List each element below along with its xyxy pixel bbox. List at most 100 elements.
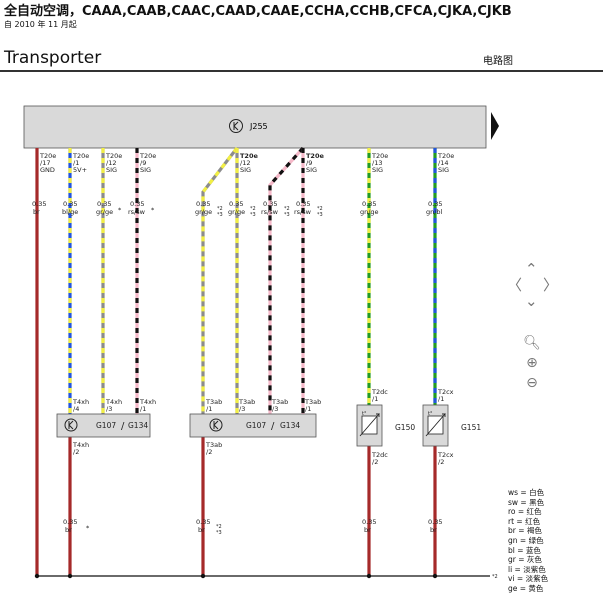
- pan-up-icon[interactable]: ⌃: [525, 260, 538, 278]
- ground-wire-color: br: [430, 526, 437, 534]
- conn-label: T4xh: [72, 398, 89, 406]
- wire-ref: *3: [250, 212, 256, 218]
- legend-entry: gr = 灰色: [508, 555, 542, 565]
- wire-size: 0.35: [362, 200, 376, 208]
- wire-ref: *2: [317, 206, 323, 212]
- pin-conn-p17: T20e: [39, 152, 56, 160]
- conn-pin: /1: [140, 405, 146, 413]
- pin-conn-p9b: T20e: [306, 152, 324, 160]
- wire-size: 0.35: [97, 200, 111, 208]
- pin-conn-p12a: T20e: [105, 152, 122, 160]
- pan-down-icon[interactable]: ⌄: [525, 292, 538, 310]
- control-unit-icon-mark: [233, 121, 239, 131]
- sensor-temp-mark: t°: [362, 411, 367, 417]
- component-label: G107: [246, 421, 266, 430]
- page-next-arrow[interactable]: [491, 112, 499, 140]
- ground-wire-size: 0.35: [428, 518, 442, 526]
- wire-size: 0.35: [263, 200, 277, 208]
- wire-sig-e-stripe: [268, 146, 305, 414]
- wire-color: gr/ge: [228, 208, 245, 216]
- header-rule: [0, 70, 603, 72]
- wire-ref: *2: [217, 206, 223, 212]
- ground-wire-color: br: [364, 526, 371, 534]
- wire-size: 0.35: [63, 200, 77, 208]
- wire-size: 0.35: [196, 200, 210, 208]
- pan-control[interactable]: ⌃ ⌄ 〈 〉: [507, 260, 559, 312]
- pin-sig-p14: SIG: [438, 166, 449, 174]
- wire-color: gn/bl: [426, 208, 443, 216]
- color-legend: ws = 白色 sw = 黑色 ro = 红色 rt = 红色 br = 褐色 …: [508, 488, 548, 594]
- legend-entry: vi = 淡紫色: [508, 574, 549, 584]
- control-unit-box[interactable]: [23, 105, 487, 149]
- component-label: G107: [96, 421, 116, 430]
- conn-pin: /3: [106, 405, 112, 413]
- pin-num-p12a: /12: [106, 159, 116, 167]
- conn-pin: /4: [73, 405, 79, 413]
- component-icon: [64, 418, 78, 432]
- ground-wire-size: 0.35: [362, 518, 376, 526]
- wire-color: rs/sw: [294, 208, 312, 216]
- ground-wire-color: br: [198, 526, 205, 534]
- conn-label: T4xh: [139, 398, 156, 406]
- conn-pin: /2: [206, 448, 212, 456]
- legend-entry: ro = 红色: [508, 507, 542, 517]
- junction-dot: [366, 573, 372, 579]
- wire-ref: *2: [284, 206, 290, 212]
- wire-size: 0.35: [130, 200, 144, 208]
- document-type: 电路图: [483, 56, 513, 67]
- component-icon-mark: [68, 420, 74, 430]
- wire-ref: *: [118, 206, 122, 214]
- conn-pin: /3: [272, 405, 278, 413]
- ground-wire-size: 0.35: [63, 518, 77, 526]
- legend-entry: gn = 绿色: [508, 535, 544, 545]
- conn-label: T3ab: [271, 398, 288, 406]
- zoom-out-icon[interactable]: ⊖: [526, 375, 538, 391]
- wire-ref: *2: [250, 206, 256, 212]
- component-label: G134: [128, 421, 148, 430]
- pin-sig-p13: SIG: [372, 166, 383, 174]
- wire-color: bl/ge: [62, 208, 78, 216]
- pan-right-icon[interactable]: 〉: [543, 276, 559, 294]
- pin-conn-p14: T20e: [437, 152, 454, 160]
- wire-size: 0.35: [32, 200, 46, 208]
- pin-num-p14: /14: [438, 159, 448, 167]
- wire-sig-c-stripe: [201, 147, 239, 414]
- component-g107-g134-right[interactable]: [189, 413, 317, 438]
- wire-color: gr/ge: [96, 208, 113, 216]
- pin-conn-p12b: T20e: [240, 152, 258, 160]
- conn-label: T2dc: [371, 388, 388, 396]
- conn-pin: /2: [73, 448, 79, 456]
- pin-num-p1: /1: [73, 159, 79, 167]
- wire-color: gr/ge: [195, 208, 212, 216]
- pin-conn-p9a: T20e: [139, 152, 156, 160]
- document-header: 全自动空调，CAAA,CAAB,CAAC,CAAD,CAAE,CCHA,CCHB…: [4, 4, 512, 30]
- zoom-in-icon[interactable]: ⊕: [526, 355, 538, 371]
- wire-ref: *3: [317, 212, 323, 218]
- wire-size: 0.35: [296, 200, 310, 208]
- legend-entry: bl = 蓝色: [508, 545, 541, 555]
- vehicle-model: Transporter: [4, 48, 102, 68]
- wire-layer: [35, 146, 490, 577]
- pin-num-p17: /17: [40, 159, 50, 167]
- sensor-arrow: [425, 413, 446, 437]
- pin-sig-p12a: SIG: [106, 166, 117, 174]
- legend-entry: ge = 黄色: [508, 583, 544, 593]
- wire-ref: *3: [217, 212, 223, 218]
- conn-pin: /1: [372, 395, 378, 403]
- zoom-fit-icon[interactable]: 🔍︎: [523, 335, 541, 351]
- wire-size: 0.35: [229, 200, 243, 208]
- pan-left-icon[interactable]: 〈: [507, 276, 523, 294]
- pin-sig-p9a: SIG: [140, 166, 151, 174]
- conn-pin: /1: [438, 395, 444, 403]
- conn-pin: /1: [206, 405, 212, 413]
- ground-wire-color: br: [65, 526, 72, 534]
- component-g107-g134-left[interactable]: [56, 413, 151, 438]
- junction-dot: [34, 573, 40, 579]
- conn-label: T3ab: [205, 398, 222, 406]
- component-label-slash: /: [121, 421, 125, 432]
- pin-sig-p1: 5V+: [73, 166, 87, 174]
- pin-sig-p12b: SIG: [240, 166, 251, 174]
- ground-wire-size: 0.35: [196, 518, 210, 526]
- pin-num-p13: /13: [372, 159, 382, 167]
